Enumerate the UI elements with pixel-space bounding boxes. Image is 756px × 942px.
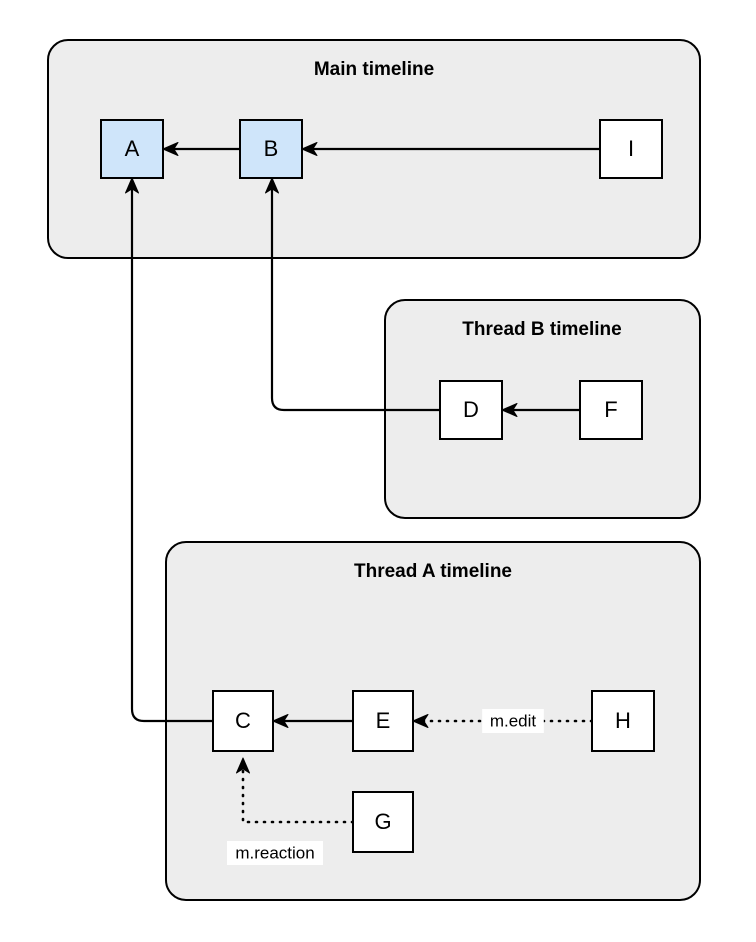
edge-f-to-d[interactable] (501, 403, 580, 417)
event-box-rect-c (212, 690, 274, 752)
event-box-rect-f (579, 380, 643, 440)
event-box-c[interactable]: C (212, 690, 274, 752)
event-box-a[interactable]: A (100, 119, 164, 179)
edge-h-to-e[interactable] (412, 714, 594, 728)
arrowhead (265, 177, 279, 194)
edge-labels-layer: m.edit m.reaction (227, 709, 544, 865)
event-label-g: G (374, 809, 391, 834)
event-box-i[interactable]: I (599, 119, 663, 179)
edge-c-to-a[interactable] (125, 177, 214, 723)
event-label-h: H (615, 708, 631, 733)
arrowhead (162, 142, 179, 156)
arrowhead (501, 403, 518, 417)
arrowhead (301, 142, 318, 156)
edge-line-c-to-a (130, 185, 213, 723)
arrowhead (412, 714, 429, 728)
event-box-rect-d (439, 380, 503, 440)
event-boxes-layer: A B I D F C E H G (100, 119, 663, 853)
timeline-containers: Main timeline Thread B timeline Thread A… (47, 39, 701, 901)
edge-label-g-to-c: m.reaction (227, 841, 323, 865)
edge-label-background (482, 709, 544, 733)
event-label-a: A (125, 136, 140, 161)
edge-b-to-a[interactable] (162, 142, 240, 156)
edge-label-text: m.reaction (235, 843, 314, 862)
event-box-rect-b (239, 119, 303, 179)
event-label-c: C (235, 708, 251, 733)
event-box-rect-a (100, 119, 164, 179)
edge-g-to-c[interactable] (236, 757, 355, 824)
edge-line-d-to-b (270, 185, 440, 412)
event-label-i: I (628, 136, 634, 161)
event-box-f[interactable]: F (579, 380, 643, 440)
edge-e-to-c[interactable] (272, 714, 353, 728)
event-label-f: F (604, 397, 617, 422)
arrowhead (272, 714, 289, 728)
event-box-rect-g (352, 791, 414, 853)
event-box-h[interactable]: H (591, 690, 655, 752)
arrowhead (236, 757, 250, 774)
container-thread-b-timeline-title: Thread B timeline (462, 319, 621, 340)
edge-d-to-b[interactable] (265, 177, 441, 412)
arrowhead (125, 177, 139, 194)
event-box-e[interactable]: E (352, 690, 414, 752)
event-box-d[interactable]: D (439, 380, 503, 440)
edges-layer (125, 142, 600, 824)
edge-label-h-to-e: m.edit (482, 709, 544, 733)
edge-label-background (227, 841, 323, 865)
event-box-rect-i (599, 119, 663, 179)
event-box-g[interactable]: G (352, 791, 414, 853)
edge-i-to-b[interactable] (301, 142, 600, 156)
event-label-d: D (463, 397, 479, 422)
event-label-b: B (264, 136, 279, 161)
event-box-rect-e (352, 690, 414, 752)
container-thread-a-timeline-title: Thread A timeline (354, 561, 512, 582)
event-box-b[interactable]: B (239, 119, 303, 179)
event-box-rect-h (591, 690, 655, 752)
container-main-timeline-title: Main timeline (314, 59, 434, 80)
event-label-e: E (376, 708, 391, 733)
edge-label-text: m.edit (490, 711, 537, 730)
